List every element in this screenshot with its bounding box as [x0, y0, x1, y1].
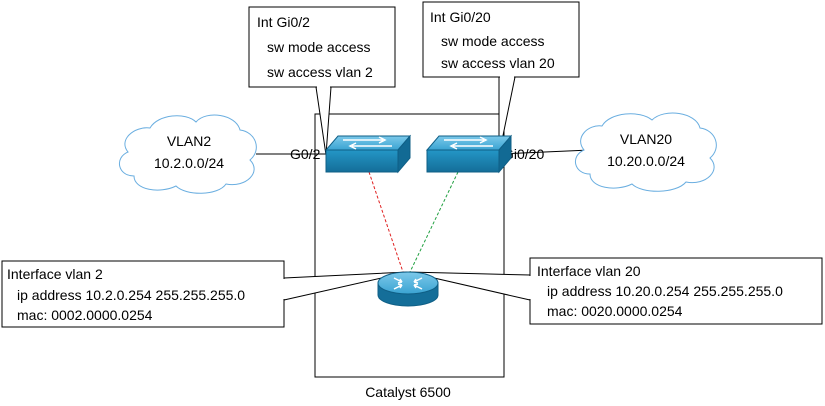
- router-icon: [377, 271, 439, 307]
- svi-vlan2-line3: mac: 0002.0000.0254: [17, 307, 153, 323]
- switch-right: [425, 134, 513, 174]
- callout-svi-vlan2: Interface vlan 2 ip address 10.2.0.254 2…: [1, 260, 285, 328]
- port-label-right: Gi0/20: [503, 146, 544, 162]
- callout-svi-vlan20: Interface vlan 20 ip address 10.20.0.254…: [529, 257, 823, 325]
- callout-tail-gi0-2: [315, 86, 332, 156]
- svi-vlan20-line2: ip address 10.20.0.254 255.255.255.0: [547, 283, 783, 299]
- link-vlan20: [409, 171, 459, 273]
- chassis-label: Catalyst 6500: [365, 384, 451, 400]
- callout-gi0-2-line2: sw mode access: [267, 39, 370, 55]
- link-vlan2: [368, 171, 404, 273]
- svi-vlan2-line1: Interface vlan 2: [7, 266, 103, 282]
- svi-vlan20-line3: mac: 0020.0000.0254: [547, 303, 683, 319]
- cloud-vlan2: VLAN2 10.2.0.0/24: [119, 114, 257, 194]
- cloud-vlan2-name: VLAN2: [167, 133, 212, 149]
- cloud-vlan20: VLAN20 10.20.0.0/24: [575, 112, 717, 192]
- router: [377, 271, 439, 307]
- catalyst-chassis: [314, 113, 505, 378]
- cloud-vlan20-subnet: 10.20.0.0/24: [607, 153, 685, 169]
- callout-gi0-2-line1: Int Gi0/2: [257, 14, 310, 30]
- callout-gi0-2: Int Gi0/2 sw mode access sw access vlan …: [248, 6, 396, 88]
- switch-icon: [324, 134, 412, 174]
- link-cloud-vlan20: [499, 149, 591, 155]
- cloud-icon: [119, 114, 257, 194]
- switch-left: [324, 134, 412, 174]
- svi-vlan20-line1: Interface vlan 20: [537, 263, 641, 279]
- cloud-vlan20-name: VLAN20: [620, 131, 672, 147]
- callout-gi0-20-line1: Int Gi0/20: [430, 9, 491, 25]
- svi-vlan2-line2: ip address 10.2.0.254 255.255.255.0: [17, 287, 245, 303]
- switch-icon: [425, 134, 513, 174]
- callout-gi0-20-line3: sw access vlan 20: [441, 55, 555, 71]
- callout-gi0-2-line3: sw access vlan 2: [267, 64, 373, 80]
- cloud-vlan2-subnet: 10.2.0.0/24: [154, 155, 224, 171]
- port-label-left: G0/2: [290, 146, 321, 162]
- callout-gi0-20: Int Gi0/20 sw mode access sw access vlan…: [422, 1, 580, 78]
- cloud-icon: [575, 112, 717, 192]
- callout-gi0-20-line2: sw mode access: [441, 33, 544, 49]
